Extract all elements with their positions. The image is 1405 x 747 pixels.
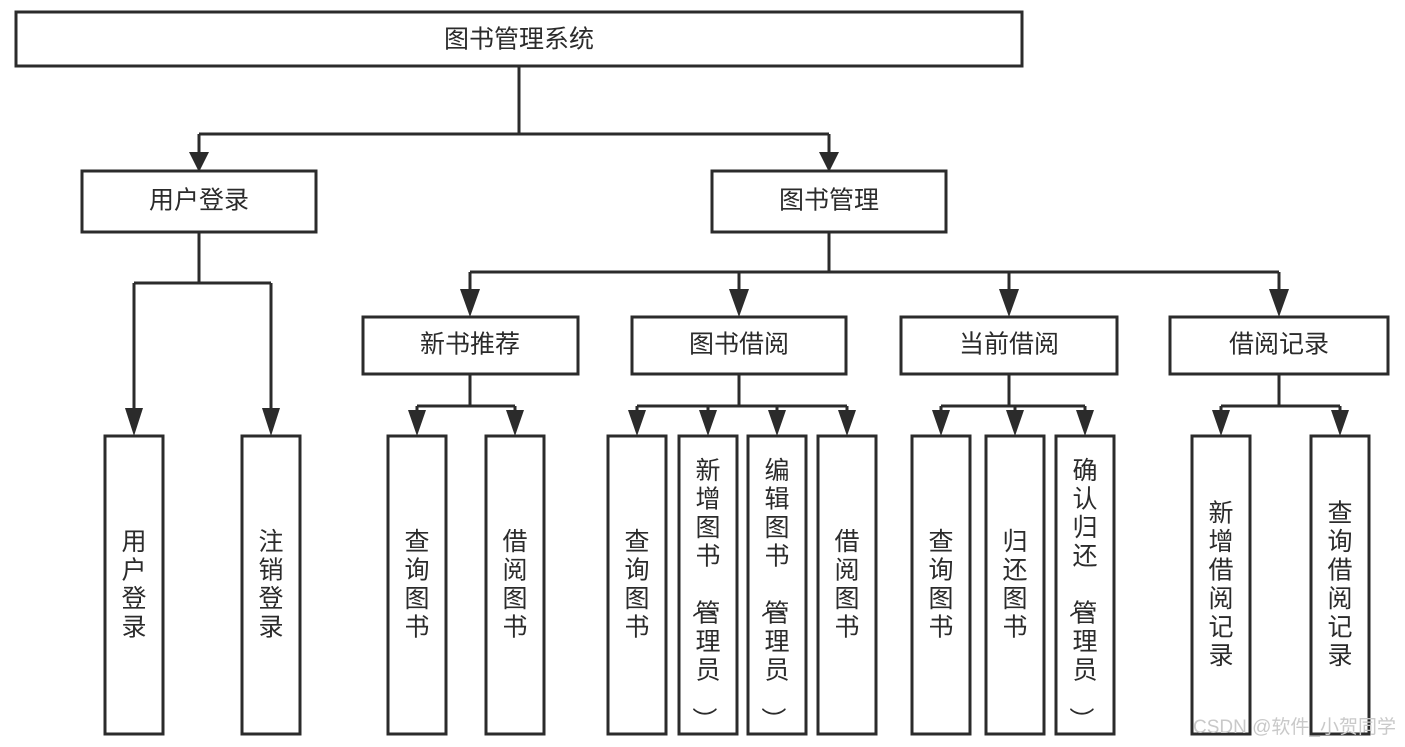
node-root-box[interactable] (14, 10, 1024, 68)
node-new-book-recommend-box[interactable] (361, 315, 580, 376)
node-book-management-box[interactable] (710, 169, 948, 234)
node-user-login-label: 用户登录 (149, 187, 249, 215)
node-leaf-query-book-bb[interactable]: 查询图书 (606, 434, 668, 736)
node-leaf-borrow-book-nbr-label: 借阅图书 (502, 528, 527, 642)
arrow-head-leaf-user-login (125, 408, 143, 436)
node-leaf-query-book-cb-box[interactable] (910, 434, 972, 736)
arrow-head-leaf-query-book-cb (932, 410, 950, 436)
arrow-head-leaf-query-book-bb (628, 410, 646, 436)
arrow-head-to-user-login (189, 152, 209, 172)
connector-current-borrow-bus (939, 374, 1087, 416)
arrow-head-leaf-logout (262, 408, 280, 436)
node-current-borrow-label: 当前借阅 (959, 331, 1059, 359)
connector-layer (125, 66, 1349, 436)
node-leaf-query-book-nbr[interactable]: 查询图书 (386, 434, 448, 736)
node-new-book-recommend-label: 新书推荐 (420, 331, 520, 359)
node-leaf-borrow-book-bb-box[interactable] (816, 434, 878, 736)
node-leaf-edit-book-label: 编辑图书（管理员） (758, 457, 789, 732)
node-leaf-edit-book[interactable]: 编辑图书（管理员） (746, 434, 808, 736)
arrow-head-to-borrow-record (1269, 289, 1289, 317)
node-leaf-confirm-return[interactable]: 确认归还（管理员） (1054, 434, 1116, 736)
node-leaf-add-book-box[interactable] (677, 434, 739, 736)
node-user-login[interactable]: 用户登录 (80, 169, 318, 234)
arrow-head-leaf-borrow-book-nbr (506, 410, 524, 436)
arrow-head-leaf-return-book (1006, 410, 1024, 436)
node-borrow-record-label: 借阅记录 (1229, 331, 1329, 359)
arrow-head-leaf-add-record (1212, 410, 1230, 436)
leaf-node-layer: 用户登录 注销登录 查询图书 借阅图书 查询图书 新增图书（管理员） 编辑图书（管理员） 借阅… (103, 434, 1371, 736)
node-leaf-logout[interactable]: 注销登录 (240, 434, 302, 736)
node-book-borrow[interactable]: 图书借阅 (630, 315, 848, 376)
arrow-head-leaf-query-book-nbr (408, 410, 426, 436)
node-current-borrow[interactable]: 当前借阅 (899, 315, 1119, 376)
arrow-head-to-book-borrow (729, 289, 749, 317)
arrow-head-leaf-query-record (1331, 410, 1349, 436)
arrow-head-to-new-book-recommend (460, 289, 480, 317)
node-leaf-confirm-return-label: 确认归还（管理员） (1066, 457, 1097, 732)
node-leaf-add-record[interactable]: 新增借阅记录 (1190, 434, 1252, 736)
node-user-login-box[interactable] (80, 169, 318, 234)
node-book-management[interactable]: 图书管理 (710, 169, 948, 234)
node-leaf-edit-book-box[interactable] (746, 434, 808, 736)
node-leaf-logout-box[interactable] (240, 434, 302, 736)
arrow-head-leaf-add-book (699, 410, 717, 436)
node-leaf-add-book[interactable]: 新增图书（管理员） (677, 434, 739, 736)
connector-root-bus (197, 66, 831, 160)
node-leaf-return-book-box[interactable] (984, 434, 1046, 736)
arrow-head-leaf-confirm-return (1076, 410, 1094, 436)
node-leaf-query-book-cb-label: 查询图书 (928, 528, 953, 642)
node-leaf-user-login[interactable]: 用户登录 (103, 434, 165, 736)
node-leaf-query-book-bb-label: 查询图书 (624, 528, 649, 642)
node-leaf-query-record-box[interactable] (1309, 434, 1371, 736)
node-leaf-query-record[interactable]: 查询借阅记录 (1309, 434, 1371, 736)
connector-user-login-bus (132, 232, 273, 416)
node-book-borrow-box[interactable] (630, 315, 848, 376)
node-leaf-query-book-nbr-box[interactable] (386, 434, 448, 736)
node-leaf-query-record-label: 查询借阅记录 (1327, 500, 1352, 671)
node-new-book-recommend[interactable]: 新书推荐 (361, 315, 580, 376)
arrow-head-to-current-borrow (999, 289, 1019, 317)
node-leaf-borrow-book-nbr[interactable]: 借阅图书 (484, 434, 546, 736)
node-leaf-user-login-label: 用户登录 (121, 528, 146, 642)
csdn-watermark: CSDN @软件_小贺同学 (1193, 716, 1396, 738)
node-leaf-query-book-nbr-label: 查询图书 (404, 528, 429, 642)
node-leaf-add-record-label: 新增借阅记录 (1208, 500, 1233, 671)
node-leaf-query-book-bb-box[interactable] (606, 434, 668, 736)
node-leaf-add-record-box[interactable] (1190, 434, 1252, 736)
node-book-borrow-label: 图书借阅 (689, 331, 789, 359)
node-root[interactable]: 图书管理系统 (14, 10, 1024, 68)
arrow-head-to-book-management (819, 152, 839, 172)
node-borrow-record-box[interactable] (1168, 315, 1390, 376)
node-leaf-return-book-label: 归还图书 (1002, 528, 1027, 642)
node-leaf-return-book[interactable]: 归还图书 (984, 434, 1046, 736)
node-leaf-borrow-book-nbr-box[interactable] (484, 434, 546, 736)
node-leaf-borrow-book-bb-label: 借阅图书 (834, 528, 859, 642)
node-book-management-label: 图书管理 (779, 187, 879, 215)
connector-book-borrow-bus (635, 374, 849, 416)
connector-new-book-recommend-bus (415, 374, 517, 416)
node-leaf-user-login-box[interactable] (103, 434, 165, 736)
node-current-borrow-box[interactable] (899, 315, 1119, 376)
node-borrow-record[interactable]: 借阅记录 (1168, 315, 1390, 376)
node-root-label: 图书管理系统 (444, 26, 594, 54)
connector-book-management-bus (468, 232, 1281, 296)
arrow-head-leaf-edit-book (768, 410, 786, 436)
node-leaf-logout-label: 注销登录 (258, 528, 283, 642)
node-leaf-query-book-cb[interactable]: 查询图书 (910, 434, 972, 736)
node-leaf-add-book-label: 新增图书（管理员） (689, 457, 720, 732)
node-leaf-borrow-book-bb[interactable]: 借阅图书 (816, 434, 878, 736)
arrow-head-leaf-borrow-book-bb (838, 410, 856, 436)
connector-borrow-record-bus (1219, 374, 1342, 416)
node-leaf-confirm-return-box[interactable] (1054, 434, 1116, 736)
